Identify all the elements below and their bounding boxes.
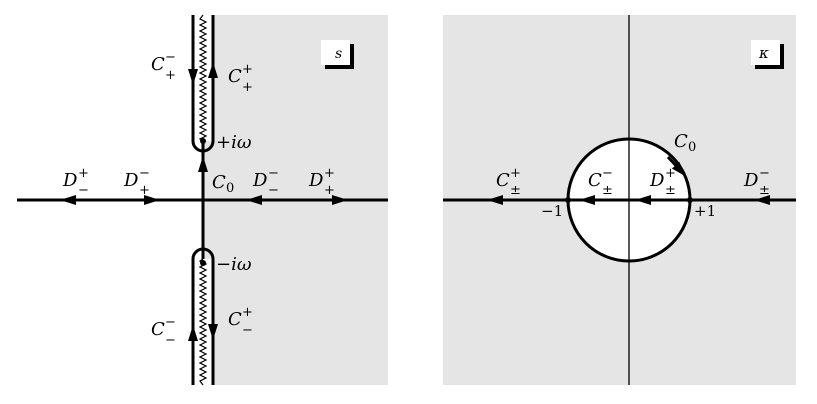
svg-text:+: + bbox=[665, 166, 676, 181]
svg-text:−: − bbox=[759, 166, 770, 181]
label-c-plus-plus: C + + bbox=[228, 62, 253, 95]
svg-text:C: C bbox=[228, 309, 242, 330]
point-minus-one bbox=[565, 197, 571, 203]
svg-text:−: − bbox=[165, 50, 176, 65]
label-d-plus-minus: D − + bbox=[123, 166, 150, 198]
svg-text:−: − bbox=[139, 166, 150, 181]
kappa-plane-badge-label: κ bbox=[758, 44, 769, 62]
label-d-minus-plus: D + − bbox=[62, 166, 89, 198]
label-minus-one: −1 bbox=[541, 202, 563, 220]
svg-text:±: ± bbox=[759, 183, 770, 198]
svg-text:+: + bbox=[139, 183, 150, 198]
label-d-plus-plus: D + + bbox=[308, 166, 335, 198]
kappa-plane-badge: κ bbox=[751, 40, 784, 69]
s-plane-badge-label: s bbox=[335, 46, 342, 62]
svg-text:+: + bbox=[242, 305, 253, 320]
lower-hairpin-contour bbox=[191, 247, 215, 385]
label-branch-upper: +iω bbox=[216, 132, 252, 153]
svg-text:0: 0 bbox=[688, 140, 696, 155]
upper-branch-cut-zigzag bbox=[198, 14, 208, 142]
svg-text:−: − bbox=[602, 166, 613, 181]
svg-text:D: D bbox=[308, 170, 324, 191]
label-c0: C 0 bbox=[212, 172, 234, 196]
svg-text:−: − bbox=[268, 183, 279, 198]
svg-text:+: + bbox=[242, 80, 253, 95]
svg-text:C: C bbox=[151, 319, 165, 340]
upper-hairpin-contour bbox=[191, 15, 215, 153]
c0-circle-arrow bbox=[666, 155, 687, 177]
s-plane-panel: s C − + C + bbox=[17, 14, 388, 386]
svg-text:−: − bbox=[78, 183, 89, 198]
svg-text:C: C bbox=[674, 131, 688, 152]
label-d-minus-minus: D − − bbox=[252, 166, 279, 198]
svg-text:0: 0 bbox=[226, 181, 234, 196]
svg-text:±: ± bbox=[602, 183, 613, 198]
label-plus-one: +1 bbox=[694, 202, 716, 220]
svg-text:+: + bbox=[165, 68, 176, 83]
point-plus-one bbox=[687, 197, 693, 203]
label-d-pm-minus: D − ± bbox=[743, 166, 770, 198]
svg-text:D: D bbox=[252, 170, 268, 191]
svg-text:+: + bbox=[324, 166, 335, 181]
svg-text:+: + bbox=[242, 62, 253, 77]
svg-text:D: D bbox=[649, 170, 665, 191]
label-c-minus-plus: C + − bbox=[228, 305, 253, 338]
label-branch-lower: −iω bbox=[216, 254, 252, 275]
lower-branch-cut-zigzag bbox=[198, 258, 208, 386]
svg-text:−: − bbox=[165, 333, 176, 348]
label-d-pm-plus: D + ± bbox=[649, 166, 676, 198]
s-plane-badge: s bbox=[321, 40, 354, 69]
svg-text:D: D bbox=[123, 170, 139, 191]
kappa-plane-panel: κ C + ± C − ± D + ± bbox=[443, 15, 796, 385]
svg-text:C: C bbox=[151, 54, 165, 75]
svg-text:C: C bbox=[496, 170, 510, 191]
svg-text:+: + bbox=[510, 166, 521, 181]
svg-text:C: C bbox=[588, 170, 602, 191]
upper-branch-point bbox=[200, 138, 206, 144]
svg-text:+: + bbox=[78, 166, 89, 181]
svg-text:C: C bbox=[212, 172, 226, 193]
svg-text:+: + bbox=[324, 183, 335, 198]
label-kappa-c0: C 0 bbox=[674, 131, 696, 155]
svg-text:±: ± bbox=[510, 183, 521, 198]
label-c-plus-minus: C − + bbox=[151, 50, 176, 83]
label-c-pm-minus: C − ± bbox=[588, 166, 613, 198]
svg-text:±: ± bbox=[665, 183, 676, 198]
svg-text:−: − bbox=[268, 166, 279, 181]
label-c-minus-minus: C − − bbox=[151, 315, 176, 348]
svg-text:D: D bbox=[62, 170, 78, 191]
lower-branch-point bbox=[200, 260, 206, 266]
label-c-pm-plus: C + ± bbox=[496, 166, 521, 198]
svg-text:D: D bbox=[743, 170, 759, 191]
svg-text:C: C bbox=[228, 66, 242, 87]
svg-text:−: − bbox=[242, 323, 253, 338]
svg-text:−: − bbox=[165, 315, 176, 330]
